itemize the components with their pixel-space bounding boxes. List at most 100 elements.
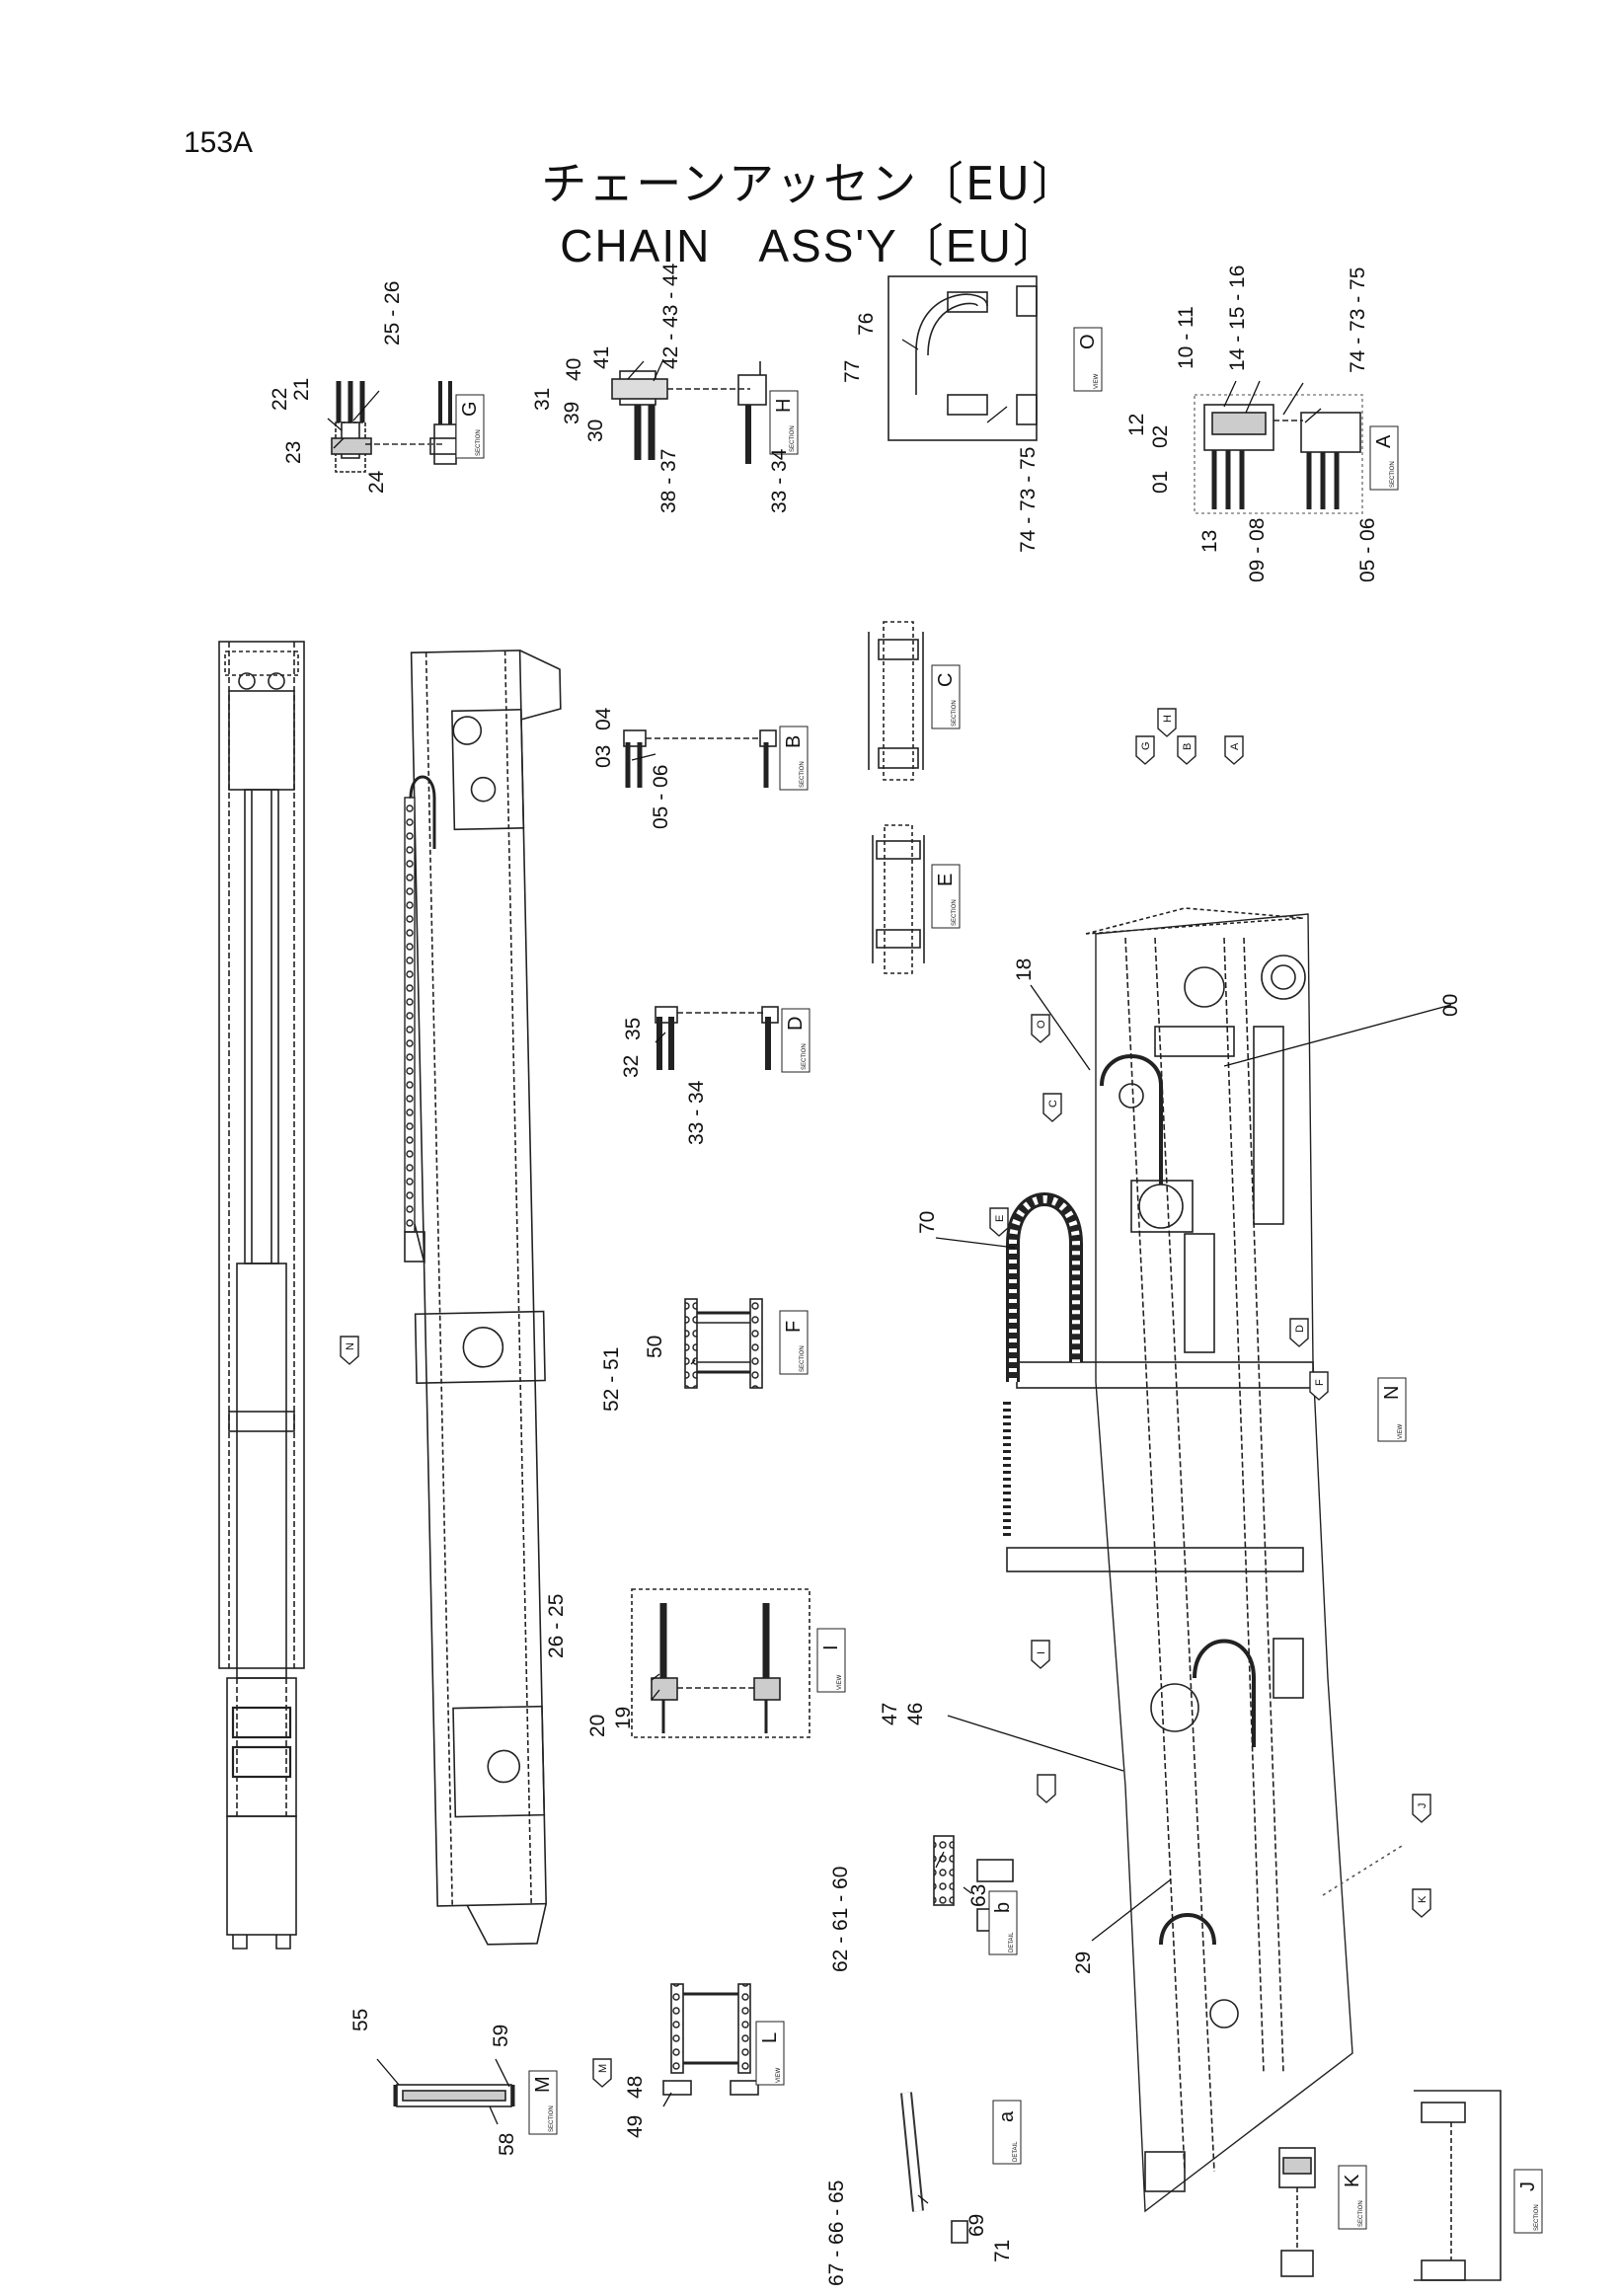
callout-19: 19 [612,1707,635,1729]
callout-74-73-75-o: 74 - 73 - 75 [1017,447,1040,553]
svg-text:M: M [597,2064,609,2073]
section-c-drawing [868,621,924,781]
callout-41: 41 [590,346,613,369]
svg-text:DETAIL: DETAIL [1009,1932,1015,1952]
marker-c: C [1042,1093,1062,1122]
callout-33-34-h: 33 - 34 [768,448,791,513]
callout-30: 30 [584,420,607,442]
main-boom-assembly [1006,907,1353,2213]
marker-d: D [1289,1318,1309,1347]
section-b-label: B SECTION [779,726,809,791]
svg-text:SECTION: SECTION [1534,2204,1540,2231]
marker-l [1037,1774,1056,1803]
svg-text:K: K [1342,2174,1363,2187]
callout-numbers: 00 18 70 29 46 47 22 21 23 24 25 - 26 40… [269,263,1462,2286]
view-o-drawing [887,275,1038,441]
callout-48: 48 [624,2076,647,2099]
detail-b-label: b DETAIL [988,1890,1018,1955]
svg-text:a: a [996,2110,1018,2122]
view-n-label: N VIEW [1377,1377,1407,1442]
svg-text:I: I [820,1645,842,1650]
callout-04: 04 [592,707,615,730]
svg-text:C: C [935,673,957,687]
callout-26-25: 26 - 25 [545,1594,568,1658]
svg-text:O: O [1077,334,1099,349]
section-e-drawing [872,824,925,974]
callout-67-66-65: 67 - 66 - 65 [825,2181,848,2286]
marker-a: A [1224,735,1244,765]
svg-text:SECTION: SECTION [476,429,482,456]
marker-o: O [1031,1014,1050,1043]
callout-13: 13 [1198,530,1221,553]
svg-text:J: J [1417,1803,1428,1809]
section-d-drawing [655,1006,779,1070]
svg-text:A: A [1229,742,1241,750]
callout-09-08: 09 - 08 [1246,518,1269,582]
section-h-label: H SECTION [769,390,799,455]
svg-text:SECTION: SECTION [800,761,806,788]
svg-text:L: L [759,2032,781,2043]
callout-05-06-b: 05 - 06 [650,765,672,829]
svg-text:J: J [1517,2181,1539,2191]
section-k-drawing [1278,2147,1316,2277]
view-l-label: L VIEW [755,2021,785,2086]
marker-n: N [340,1336,359,1365]
detail-a-label: a DETAIL [992,2100,1022,2165]
callout-33-34-d: 33 - 34 [685,1080,708,1145]
callout-24: 24 [365,470,388,494]
callout-03: 03 [592,745,615,768]
svg-text:E: E [994,1215,1006,1222]
section-m-drawing [393,2084,515,2107]
callout-58: 58 [496,2133,518,2156]
callout-01: 01 [1149,471,1172,494]
callout-22: 22 [269,388,291,411]
callout-49: 49 [624,2115,647,2138]
callout-62-61-60: 62 - 61 - 60 [829,1867,852,1972]
boom-side-view [218,641,305,1950]
callout-38-37: 38 - 37 [657,449,680,513]
svg-text:A: A [1373,434,1395,448]
svg-text:H: H [773,399,795,413]
svg-text:C: C [1047,1100,1059,1108]
view-direction-markers: G H B A O C E D F I J K M N [340,708,1431,2088]
section-m-label: M SECTION [528,2070,558,2135]
callout-63: 63 [967,1884,990,1907]
view-label-boxes: G SECTION H SECTION O VIEW A SECTION B [455,327,1543,2234]
section-f-label: F SECTION [779,1310,809,1375]
callout-05-06-a: 05 - 06 [1356,518,1379,582]
section-j-label: J SECTION [1513,2169,1543,2234]
callout-71: 71 [991,2240,1014,2262]
marker-b: B [1177,735,1196,765]
svg-text:SECTION: SECTION [952,700,958,727]
section-b-drawing [623,729,777,788]
callout-12: 12 [1125,414,1148,436]
callout-52-51: 52 - 51 [600,1347,623,1412]
callout-76: 76 [855,313,878,336]
svg-text:K: K [1417,1895,1428,1903]
svg-text:DETAIL: DETAIL [1013,2141,1019,2162]
callout-50: 50 [644,1336,666,1358]
svg-text:O: O [1036,1020,1047,1029]
title-english: CHAIN ASS'Y〔EU〕 [560,220,1060,271]
svg-text:N: N [1381,1386,1403,1400]
callout-31: 31 [531,388,554,411]
callout-14-15-16: 14 - 15 - 16 [1226,266,1249,371]
section-c-label: C SECTION [931,664,961,729]
callout-18: 18 [1013,958,1036,981]
page-number: 153A [184,126,254,159]
svg-text:b: b [992,1902,1014,1913]
marker-k: K [1412,1888,1431,1918]
svg-text:B: B [1182,743,1194,750]
marker-e: E [989,1207,1009,1237]
section-d-label: D SECTION [781,1008,810,1073]
marker-m: M [592,2058,612,2088]
svg-text:D: D [785,1017,807,1031]
svg-text:E: E [935,874,957,886]
marker-f: F [1309,1371,1329,1401]
callout-21: 21 [290,378,313,401]
callout-74-73-75-a: 74 - 73 - 75 [1347,268,1369,373]
section-h-drawing [611,361,767,464]
svg-text:VIEW: VIEW [1094,373,1100,389]
